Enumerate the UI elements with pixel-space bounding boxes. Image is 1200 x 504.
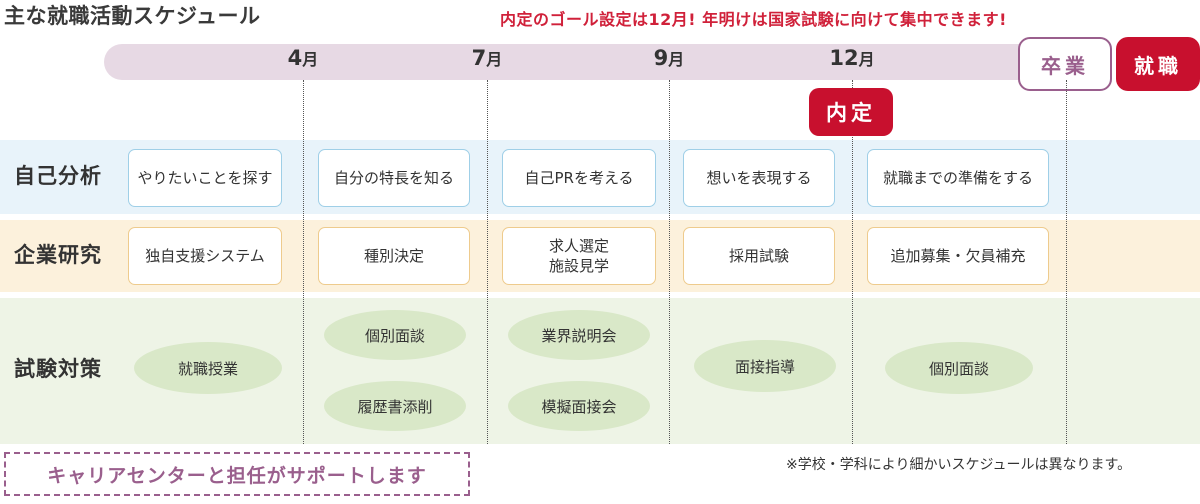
month-label-12: 12月 (829, 46, 875, 70)
exam-prep-item: 個別面談 (885, 342, 1033, 394)
row-label-self-analysis: 自己分析 (14, 164, 102, 188)
company-research-item: 求人選定 施設見学 (502, 227, 656, 285)
page-title: 主な就職活動スケジュール (4, 4, 261, 28)
month-label-4: 4月 (287, 46, 319, 70)
exam-prep-item: 就職授業 (134, 342, 282, 394)
company-research-item-line: 求人選定 (548, 236, 609, 255)
footnote: ※学校・学科により細かいスケジュールは異なります。 (786, 457, 1132, 473)
exam-prep-item: 個別面談 (324, 310, 466, 360)
month-divider-9 (669, 80, 670, 444)
headline: 内定のゴール設定は12月! 年明けは国家試験に向けて集中できます! (500, 10, 1007, 29)
self-analysis-item: 想いを表現する (683, 149, 835, 207)
company-research-item-line: 施設見学 (548, 257, 609, 275)
company-research-item: 独自支援システム (128, 227, 282, 285)
support-banner: キャリアセンターと担任がサポートします (4, 452, 470, 496)
company-research-item: 採用試験 (683, 227, 835, 285)
exam-prep-item: 模擬面接会 (508, 381, 650, 431)
month-divider-12 (852, 80, 853, 444)
month-label-9: 9月 (653, 46, 685, 70)
exam-prep-item: 履歴書添削 (324, 381, 466, 431)
graduation-badge: 卒業 (1018, 37, 1112, 91)
self-analysis-item: やりたいことを探す (128, 149, 282, 207)
self-analysis-item: 自己PRを考える (502, 149, 656, 207)
exam-prep-item: 業界説明会 (508, 310, 650, 360)
self-analysis-item: 就職までの準備をする (867, 149, 1049, 207)
month-label-7: 7月 (471, 46, 503, 70)
month-divider-7 (487, 80, 488, 444)
graduation-divider (1066, 80, 1067, 444)
offer-badge: 内定 (809, 88, 893, 136)
timeline-bar (104, 44, 1104, 80)
company-research-item: 追加募集・欠員補充 (867, 227, 1049, 285)
month-divider-4 (303, 80, 304, 444)
employment-badge: 就職 (1116, 37, 1200, 91)
company-research-item: 種別決定 (318, 227, 470, 285)
exam-prep-item: 面接指導 (694, 340, 836, 392)
row-label-exam-prep: 試験対策 (14, 357, 102, 381)
row-label-company-research: 企業研究 (14, 243, 102, 267)
self-analysis-item: 自分の特長を知る (318, 149, 470, 207)
